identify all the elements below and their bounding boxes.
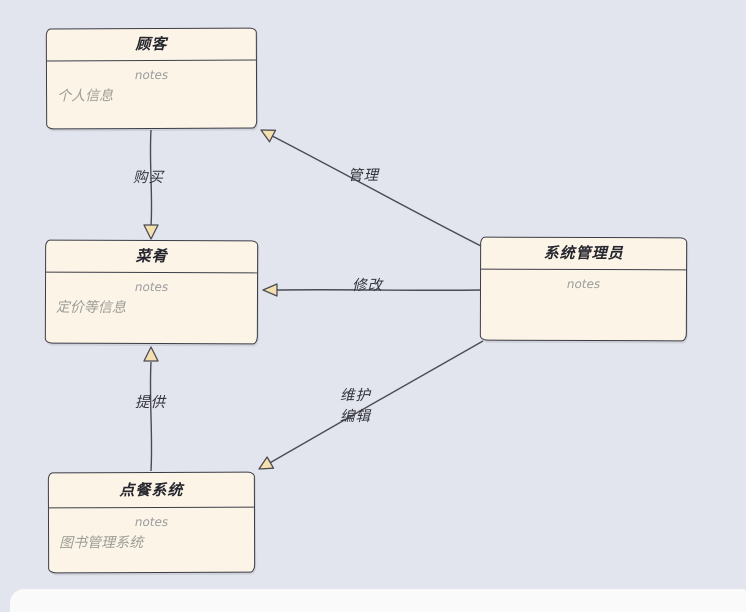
- node-dishes[interactable]: 菜肴 notes 定价等信息: [44, 239, 259, 345]
- edge-maintain-edit-line[interactable]: [269, 340, 484, 464]
- node-admin-title: 系统管理员: [481, 237, 687, 271]
- node-customer-detail: 个人信息: [57, 88, 114, 105]
- arrowhead-down-icon: [143, 224, 159, 240]
- node-ordering-system-title: 点餐系统: [48, 472, 254, 509]
- edge-modify-line[interactable]: [276, 289, 482, 291]
- arrowhead-up-icon: [143, 346, 159, 362]
- edge-label-maintain-line1: 维护: [340, 388, 371, 404]
- node-admin-notes-label: notes: [566, 276, 601, 292]
- arrowhead-left-icon: [262, 283, 278, 297]
- edge-label-modify[interactable]: 修改: [352, 278, 383, 294]
- node-ordering-system-notes-label: notes: [134, 514, 169, 530]
- bottom-panel: [10, 589, 746, 612]
- edge-purchase-line[interactable]: [149, 129, 153, 227]
- edge-label-provide[interactable]: 提供: [135, 395, 166, 411]
- edge-label-maintain-edit[interactable]: 维护 编辑: [340, 386, 371, 428]
- node-admin[interactable]: 系统管理员 notes: [479, 236, 688, 342]
- arrowhead-upleft-icon: [260, 129, 277, 143]
- node-dishes-detail: 定价等信息: [55, 299, 126, 316]
- edge-label-maintain-line2: 编辑: [340, 409, 371, 425]
- edge-label-purchase[interactable]: 购买: [133, 170, 164, 186]
- edge-manage[interactable]: [260, 129, 482, 247]
- edge-purchase[interactable]: [143, 129, 159, 240]
- edge-manage-line[interactable]: [272, 135, 482, 247]
- node-customer-notes-label: notes: [134, 67, 169, 83]
- edge-provide[interactable]: [143, 346, 159, 472]
- node-ordering-system[interactable]: 点餐系统 notes 图书管理系统: [47, 471, 256, 574]
- node-dishes-notes-label: notes: [134, 279, 169, 295]
- edge-maintain-edit[interactable]: [258, 340, 484, 470]
- edge-modify[interactable]: [262, 283, 482, 297]
- node-customer-title: 顾客: [46, 28, 256, 62]
- edge-provide-line[interactable]: [149, 361, 153, 472]
- node-customer[interactable]: 顾客 notes 个人信息: [45, 27, 258, 130]
- node-dishes-title: 菜肴: [46, 240, 258, 274]
- edge-label-manage[interactable]: 管理: [348, 168, 379, 184]
- arrowhead-downleft-icon: [258, 456, 275, 470]
- node-ordering-system-detail: 图书管理系统: [59, 535, 144, 552]
